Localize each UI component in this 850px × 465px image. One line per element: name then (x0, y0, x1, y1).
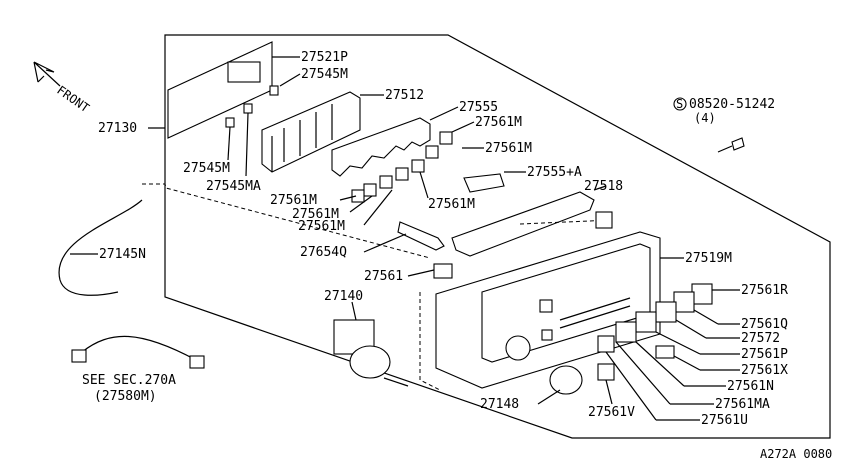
label-27561M-c: 27561M (270, 193, 317, 208)
part-27555A-shape (463, 173, 505, 193)
label-27561M-f: 27561M (428, 197, 475, 212)
label-27561Q: 27561Q (741, 317, 788, 332)
part-27555-shape (331, 117, 431, 177)
part-27561-shape (433, 263, 453, 279)
label-27130: 27130 (98, 121, 137, 136)
label-27561P: 27561P (741, 347, 788, 362)
label-27555A: 27555+A (527, 165, 582, 180)
label-27572: 27572 (741, 331, 780, 346)
part-27148-shape (549, 365, 583, 395)
see-ref-line1: SEE SEC.270A (82, 373, 176, 388)
label-27561N: 27561N (727, 379, 774, 394)
part-27145N-shape (58, 199, 143, 296)
front-arrow-icon: FRONT (33, 61, 92, 115)
part-27140-motor (333, 319, 409, 387)
label-27561U: 27561U (701, 413, 748, 428)
label-27561M-d: 27561M (292, 207, 339, 222)
label-bolt-qty: (4) (694, 111, 716, 125)
label-27545M-left: 27545M (183, 161, 230, 176)
push-button-cluster (597, 283, 713, 381)
label-27145N: 27145N (99, 247, 146, 262)
label-27561V: 27561V (588, 405, 635, 420)
label-27561R: 27561R (741, 283, 788, 298)
bolt-icon: S (673, 97, 687, 111)
see-ref-line2: (27580M) (94, 389, 157, 404)
label-27519M: 27519M (685, 251, 732, 266)
label-27561: 27561 (364, 269, 403, 284)
label-27148: 27148 (480, 397, 519, 412)
label-27512: 27512 (385, 88, 424, 103)
part-27521P-shape (167, 41, 273, 139)
label-27561X: 27561X (741, 363, 788, 378)
svg-text:S: S (676, 97, 683, 111)
label-27545MA: 27545MA (206, 179, 261, 194)
label-27140: 27140 (324, 289, 363, 304)
label-27521P: 27521P (301, 50, 348, 65)
label-27654Q: 27654Q (300, 245, 347, 260)
front-label: FRONT (54, 83, 92, 115)
label-27545M-top: 27545M (301, 67, 348, 82)
button-part-group (351, 131, 453, 203)
connector-harness-shape (81, 335, 197, 361)
label-27561M-b: 27561M (485, 141, 532, 156)
diagram-code: A272A 0080 (760, 447, 832, 461)
label-27555: 27555 (459, 100, 498, 115)
label-27561M-a: 27561M (475, 115, 522, 130)
label-27561M-e: 27561M (298, 219, 345, 234)
label-27518: 27518 (584, 179, 623, 194)
bolt-shape (731, 137, 745, 151)
part-27512-shape (261, 91, 361, 173)
part-27654Q-shape (397, 221, 445, 251)
label-bolt-part: 08520-51242 (689, 97, 775, 112)
assembly-frame (164, 34, 831, 439)
label-27561MA: 27561MA (715, 397, 770, 412)
